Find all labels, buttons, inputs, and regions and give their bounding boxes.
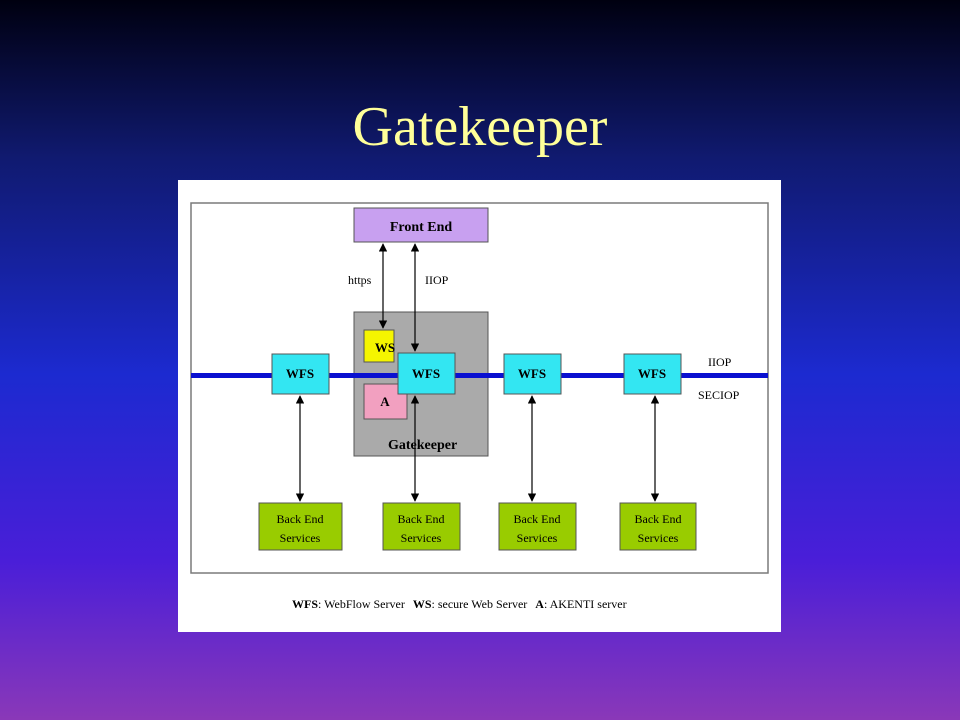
backend-services-2: Back End Services: [382, 502, 461, 551]
wfs-label: WFS: [412, 366, 440, 381]
legend-ws-desc: : secure Web Server: [432, 597, 528, 611]
gatekeeper-label: Gatekeeper: [388, 438, 457, 453]
wfs-node-4: WFS: [623, 353, 682, 395]
legend-ws-key: WS: [413, 597, 432, 611]
ws-label: WS: [375, 340, 395, 355]
front-end-label: Front End: [390, 220, 453, 235]
a-label: A: [380, 394, 390, 409]
backend-label-line1: Back End: [635, 512, 682, 526]
backend-services-1: Back End Services: [258, 502, 343, 551]
iiop-top-label: IIOP: [425, 273, 449, 287]
backend-services-4: Back End Services: [619, 502, 697, 551]
wfs-label: WFS: [638, 366, 666, 381]
backend-label-line2: Services: [638, 531, 679, 545]
backend-services-3: Back End Services: [498, 502, 577, 551]
legend-a-desc: : AKENTI server: [544, 597, 627, 611]
https-label: https: [348, 273, 372, 287]
wfs-node-3: WFS: [503, 353, 562, 395]
backend-label-line2: Services: [280, 531, 321, 545]
bus-iiop-label: IIOP: [708, 355, 732, 369]
wfs-label: WFS: [286, 366, 314, 381]
ws-box: [363, 329, 395, 363]
gatekeeper-diagram: Front End https IIOP WS A Gatekeeper WFS…: [178, 180, 781, 632]
backend-label-line2: Services: [401, 531, 442, 545]
slide-title: Gatekeeper: [352, 96, 608, 158]
legend-a-key: A: [535, 597, 544, 611]
wfs-label: WFS: [518, 366, 546, 381]
legend-wfs-desc: : WebFlow Server: [318, 597, 405, 611]
front-end-box: [353, 207, 489, 243]
legend: WFS: WebFlow Server WS: secure Web Server…: [292, 597, 627, 611]
backend-label-line1: Back End: [398, 512, 445, 526]
backend-label-line1: Back End: [277, 512, 324, 526]
bus-seciop-label: SECIOP: [698, 388, 740, 402]
diagram-canvas: Front End https IIOP WS A Gatekeeper WFS…: [190, 202, 769, 611]
wfs-node-1: WFS: [271, 353, 330, 395]
backend-label-line1: Back End: [514, 512, 561, 526]
legend-wfs-key: WFS: [292, 597, 318, 611]
network-bus: [191, 373, 768, 378]
wfs-node-2: WFS: [397, 352, 456, 395]
backend-label-line2: Services: [517, 531, 558, 545]
